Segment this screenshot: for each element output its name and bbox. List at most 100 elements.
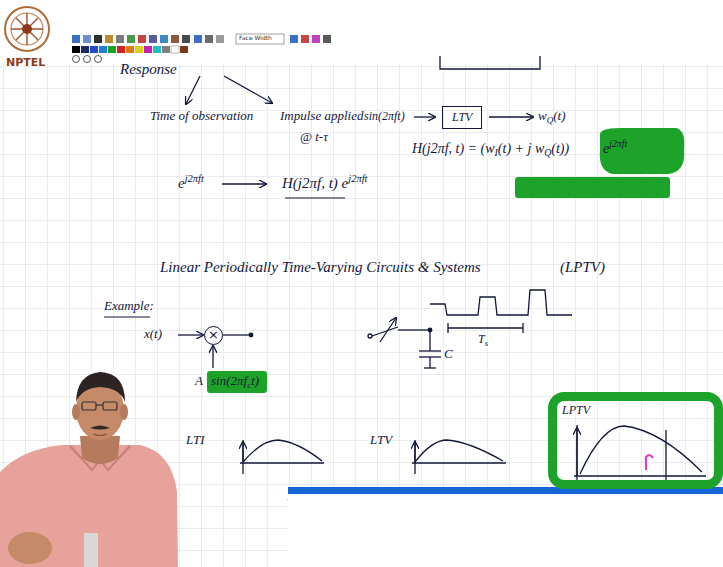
cursor-mark-part <box>646 455 653 470</box>
highlight-panel: LPTV <box>548 392 723 489</box>
signal-name: A <box>195 373 203 388</box>
equation: H(j2πf, t) e <box>282 175 348 191</box>
toolbar-part <box>144 46 152 53</box>
nptel-logo-part <box>11 13 43 45</box>
toolbar-part <box>117 46 125 53</box>
switched-capacitor-part <box>368 334 372 338</box>
handwritten-note-group: Response <box>120 60 177 78</box>
ltv-plot-part <box>414 442 415 463</box>
green-highlight-part <box>600 128 685 174</box>
section-heading: Linear Periodically Time-Varying Circuit… <box>160 259 481 275</box>
toolbar-part <box>126 46 134 53</box>
handwritten-note: Response <box>120 61 177 77</box>
mixer-wires-part <box>212 346 213 368</box>
ltv-plot-part <box>412 462 506 463</box>
grid-paper-part <box>0 64 723 567</box>
handwritten-note: @ t-τ <box>300 129 328 144</box>
switched-capacitor-part <box>398 329 430 330</box>
response-tree-arrows-part <box>186 76 200 104</box>
section-heading-group: (LPTV) <box>560 258 605 276</box>
switched-capacitor <box>368 318 441 368</box>
toolbar-part <box>72 35 80 43</box>
equation: j2πft <box>348 173 367 184</box>
toolbar-part <box>180 46 188 53</box>
handwritten-note: Impulse applied <box>280 108 363 123</box>
toolbar-part <box>194 35 202 43</box>
lecturer-video-part <box>90 426 110 430</box>
toolbar-part <box>99 46 107 53</box>
green-highlight <box>600 128 685 174</box>
equation-group: H(j2πf, t) = (wI(t) + j wQ(t)) <box>412 141 569 159</box>
response-arrow-part <box>285 197 345 198</box>
nptel-logo <box>5 7 49 51</box>
section-heading-group: Linear Periodically Time-Varying Circuit… <box>160 258 481 276</box>
toolbar-part <box>73 56 80 63</box>
signal-name-group: sin(2πft) <box>364 109 405 123</box>
toolbar-part <box>108 46 116 53</box>
square-wave-part <box>447 323 448 333</box>
lptv-plot-part <box>576 425 577 484</box>
example-underline-part <box>104 316 150 317</box>
toolbar-part <box>205 35 213 43</box>
equation: e <box>603 141 609 156</box>
toolbar-part <box>301 35 309 43</box>
square-wave-part <box>448 327 523 328</box>
response-arrow-part <box>222 183 266 184</box>
component-label: C <box>444 346 453 361</box>
toolbar-part <box>116 35 124 43</box>
nptel-logo-part <box>11 13 43 45</box>
signal-name: x(t) <box>144 326 162 341</box>
lptv-plot-part <box>665 430 666 482</box>
example-underline <box>104 317 150 318</box>
green-highlight-part <box>515 177 670 198</box>
toolbar-part <box>94 35 102 43</box>
lti-plot-part <box>240 462 324 463</box>
handwritten-note-group: Example: <box>104 298 154 314</box>
highlight-panel-text: LPTV <box>562 403 590 417</box>
lecturer-video-part <box>93 434 107 436</box>
signal-name-group: A <box>195 373 203 389</box>
plot-title-group: LTV <box>370 432 392 448</box>
lecturer-video-part <box>103 402 117 410</box>
lptv-plot-part <box>580 426 702 474</box>
toolbar-part <box>138 35 146 43</box>
equation-group: ej2πft <box>178 173 204 192</box>
switched-capacitor-part <box>429 330 430 351</box>
equation-group: ej2πft <box>603 138 627 158</box>
toolbar-part <box>182 35 190 43</box>
equation: e <box>178 175 185 191</box>
equation-group: H(j2πf, t) ej2πft <box>282 173 368 192</box>
toolbar-part <box>171 35 179 43</box>
signal-name-group: sin(2πfct) <box>211 373 259 391</box>
equation: H(j2πf, t) = (w <box>412 141 495 156</box>
lecturer-video-part <box>84 533 98 567</box>
equation: j2πft <box>609 138 627 149</box>
lti-plot-part <box>242 442 243 463</box>
toolbar-part <box>323 35 331 43</box>
plot-title: LTI <box>186 432 205 447</box>
top-box-fragment <box>440 56 540 69</box>
handwritten-note: Example: <box>104 298 154 313</box>
ltv-signal-arrows-part <box>489 116 533 117</box>
lti-plot-part <box>243 440 322 462</box>
toolbar-part <box>149 35 157 43</box>
equation: j2πft <box>185 173 204 184</box>
lti-plot-part <box>242 440 243 474</box>
toolbar-part <box>95 56 102 63</box>
logo-text: NPTEL <box>6 56 45 69</box>
handwritten-note-group: @ t-τ <box>300 129 328 145</box>
toolbar-part <box>153 46 161 53</box>
signal-name: sin(2πf <box>211 373 247 388</box>
switched-capacitor-part <box>429 357 430 368</box>
toolbar-part <box>312 35 320 43</box>
switched-capacitor-part <box>419 350 441 351</box>
mixer-wires-part <box>223 334 250 335</box>
lptv-plot-part <box>574 475 706 476</box>
lecturer-video-part <box>82 402 96 410</box>
square-wave <box>430 290 572 333</box>
ltv-plot-part <box>414 440 415 474</box>
toolbar-part <box>83 35 91 43</box>
handwritten-note: Time of observation <box>150 108 253 123</box>
toolbar-part <box>72 46 80 53</box>
